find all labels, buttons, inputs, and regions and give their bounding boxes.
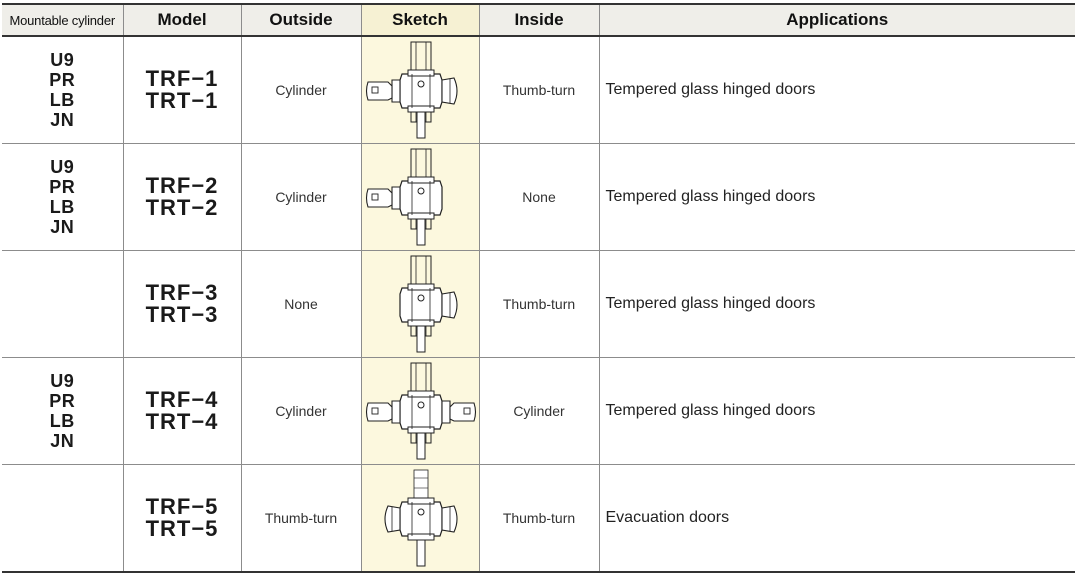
cylinder-code: LB	[49, 411, 75, 431]
lock-sketch-icon	[383, 469, 458, 567]
cylinder-code: PR	[49, 177, 76, 197]
model-code: TRF−5	[145, 494, 219, 519]
lock-sketch-icon	[365, 362, 476, 460]
application-cell: Tempered glass hinged doors	[598, 357, 1075, 465]
header-model: Model	[122, 3, 242, 37]
header-sketch: Sketch	[360, 3, 480, 37]
inside-cell: Thumb-turn	[478, 250, 600, 358]
mountable-cylinder-cell	[2, 464, 124, 573]
cylinder-code: JN	[50, 110, 75, 130]
model-code: TRT−5	[145, 516, 219, 541]
lock-sketch-icon	[365, 148, 443, 246]
model-code: TRT−4	[145, 409, 219, 434]
cylinder-code: JN	[50, 431, 75, 451]
header-applications: Applications	[598, 3, 1075, 37]
model-code: TRF−4	[145, 387, 219, 412]
cylinder-code: JN	[50, 217, 75, 237]
inside-cell: Thumb-turn	[478, 35, 600, 144]
cylinder-code: LB	[49, 90, 75, 110]
application-cell: Tempered glass hinged doors	[598, 250, 1075, 358]
outside-cell: None	[240, 250, 362, 358]
model-code: TRT−3	[145, 302, 219, 327]
model-code: TRT−2	[145, 195, 219, 220]
cylinder-code: U9	[50, 371, 75, 391]
model-code: TRF−1	[145, 66, 219, 91]
sketch-cell	[360, 35, 480, 144]
mountable-cylinder-cell	[2, 250, 124, 358]
sketch-cell	[360, 143, 480, 251]
outside-cell: Thumb-turn	[240, 464, 362, 573]
outside-cell: Cylinder	[240, 143, 362, 251]
inside-cell: Thumb-turn	[478, 464, 600, 573]
header-inside: Inside	[478, 3, 600, 37]
lock-sketch-icon	[365, 41, 458, 139]
inside-cell: None	[478, 143, 600, 251]
cylinder-code: LB	[49, 197, 75, 217]
model-code: TRF−2	[145, 173, 219, 198]
cylinder-code: PR	[49, 70, 76, 90]
lock-sketch-icon	[398, 255, 458, 353]
sketch-cell	[360, 464, 480, 573]
model-code: TRT−1	[145, 88, 219, 113]
cylinder-code: U9	[50, 157, 75, 177]
lock-model-table: Mountable cylinder Model Outside Sketch …	[2, 3, 1075, 573]
table-header-row: Mountable cylinder Model Outside Sketch …	[2, 3, 1075, 37]
model-code: TRF−3	[145, 280, 219, 305]
inside-cell: Cylinder	[478, 357, 600, 465]
cylinder-code: PR	[49, 391, 76, 411]
sketch-cell	[360, 357, 480, 465]
header-mountable-cylinder: Mountable cylinder	[2, 3, 124, 37]
application-cell: Tempered glass hinged doors	[598, 35, 1075, 144]
header-outside: Outside	[240, 3, 362, 37]
outside-cell: Cylinder	[240, 35, 362, 144]
sketch-cell	[360, 250, 480, 358]
outside-cell: Cylinder	[240, 357, 362, 465]
application-cell: Tempered glass hinged doors	[598, 143, 1075, 251]
cylinder-code: U9	[50, 50, 75, 70]
application-cell: Evacuation doors	[598, 464, 1075, 573]
